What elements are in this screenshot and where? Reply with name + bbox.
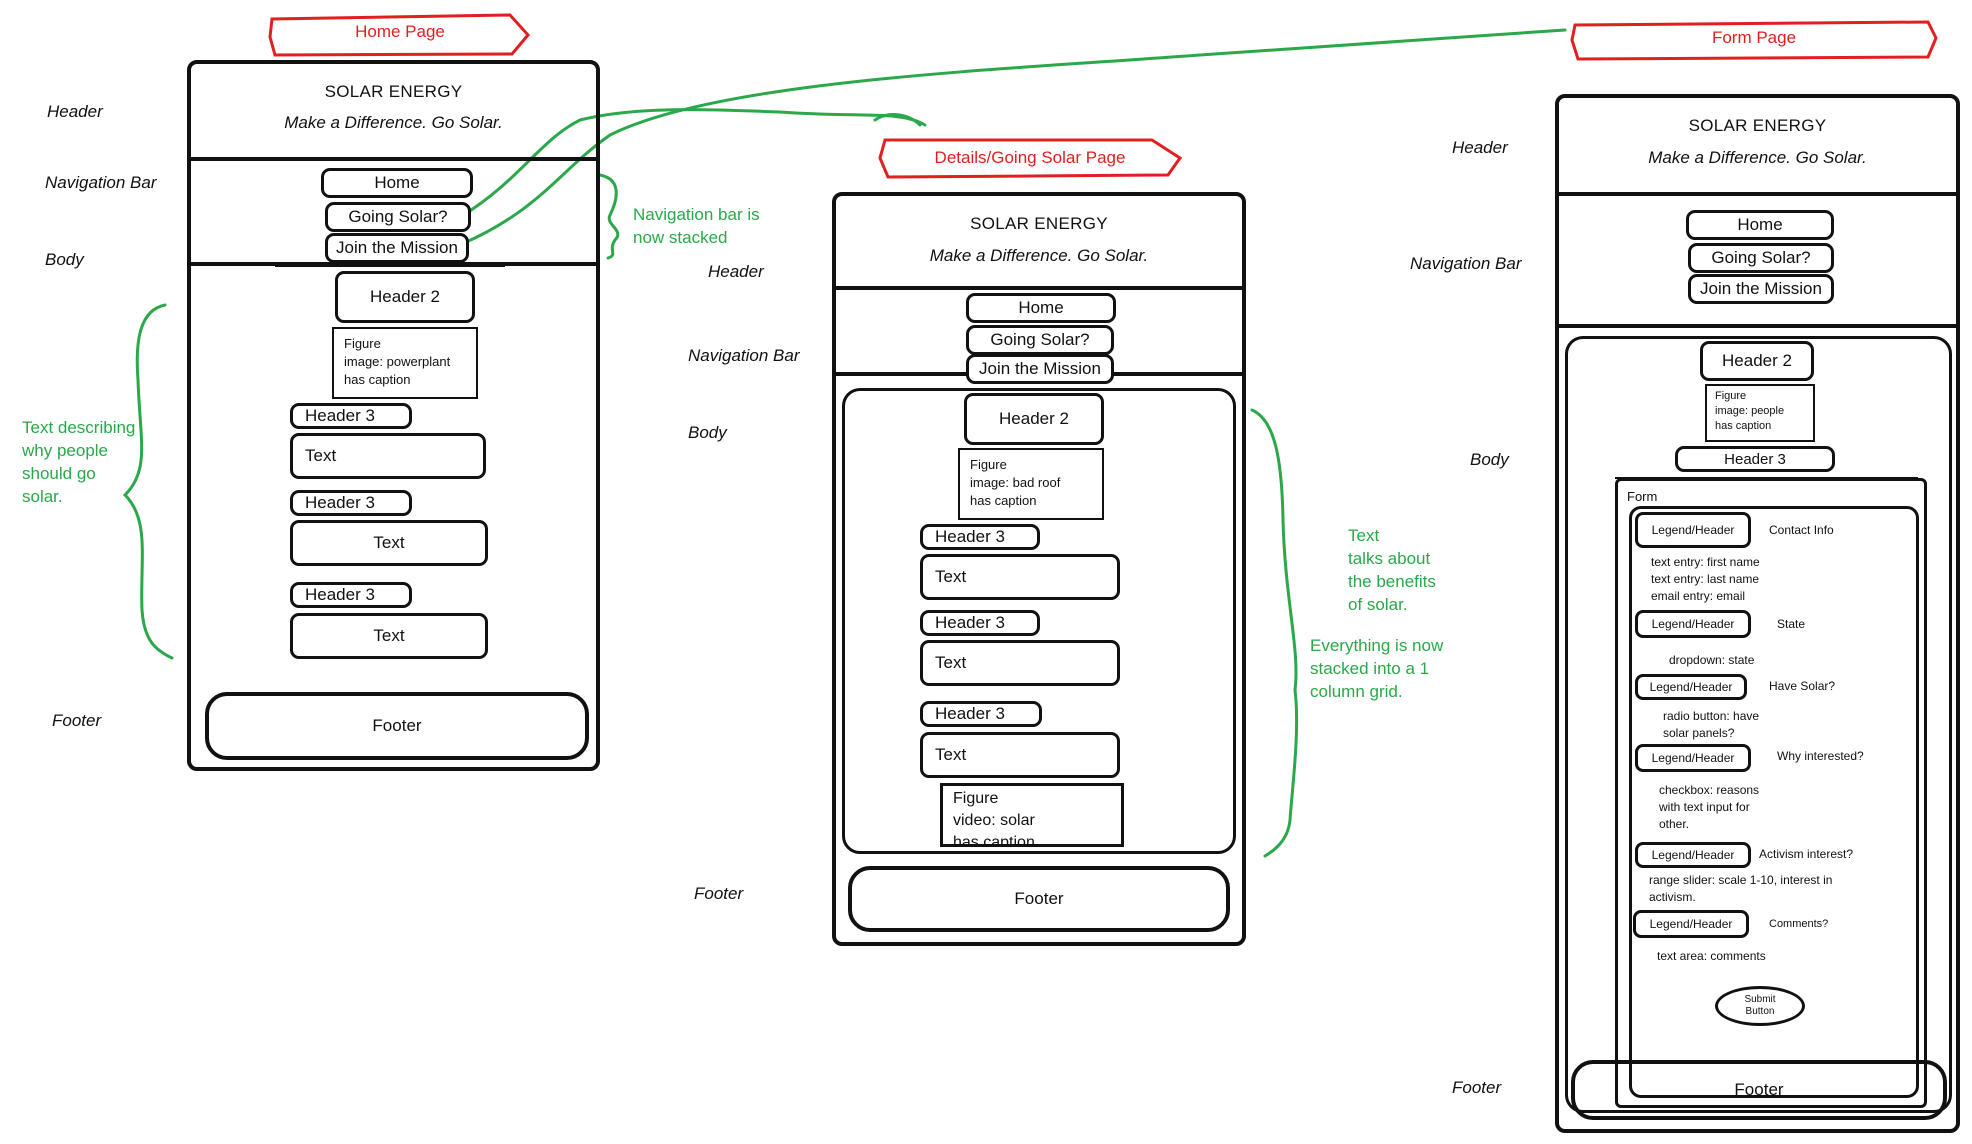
- label-nav-form: Navigation Bar: [1410, 254, 1522, 273]
- details-page-wireframe: SOLAR ENERGY Make a Difference. Go Solar…: [832, 192, 1246, 946]
- group-title-state: State: [1777, 617, 1806, 631]
- note-nav-stacked: Navigation bar is now stacked: [633, 205, 760, 247]
- form-nav-band: [1559, 196, 1956, 328]
- form-inner-box: [1629, 506, 1919, 1098]
- label-header-home: Header: [47, 102, 103, 121]
- legend-why-interested: Legend/Header: [1635, 744, 1751, 772]
- label-body-details: Body: [688, 423, 727, 442]
- nav-join-mission-button[interactable]: Join the Mission: [1688, 274, 1834, 304]
- nav-annotation-brace: [598, 173, 620, 260]
- home-figure: Figure image: powerplant has caption: [332, 327, 478, 399]
- group-desc-why-interested: checkbox: reasons with text input for ot…: [1659, 783, 1760, 831]
- legend-comments: Legend/Header: [1633, 910, 1749, 938]
- form-outer-box: [1615, 478, 1927, 1108]
- label-footer-details: Footer: [694, 884, 744, 903]
- legend-contact-info: Legend/Header: [1635, 512, 1751, 548]
- link-join-mission-connector: [460, 28, 1567, 246]
- stray-mark: [873, 113, 922, 127]
- nav-going-solar-button[interactable]: Going Solar?: [1688, 243, 1834, 273]
- form-title-hexagon: [1570, 20, 1938, 61]
- legend-activism-interest: Legend/Header: [1635, 842, 1751, 868]
- home-section2-text: Text: [290, 520, 488, 566]
- home-page-wireframe: SOLAR ENERGY Make a Difference. Go Solar…: [187, 60, 600, 771]
- details-section2-header3: Header 3: [920, 610, 1040, 636]
- details-section3-text: Text: [920, 732, 1120, 778]
- home-section1-text: Text: [290, 433, 486, 479]
- site-tagline: Make a Difference. Go Solar.: [284, 113, 503, 132]
- group-desc-have-solar: radio button: have solar panels?: [1663, 709, 1760, 740]
- label-footer-home: Footer: [52, 711, 102, 730]
- site-title: SOLAR ENERGY: [324, 82, 463, 101]
- details-video-figure: Figure video: solar has caption: [940, 783, 1124, 847]
- nav-join-mission-button[interactable]: Join the Mission: [966, 354, 1114, 384]
- label-header-form: Header: [1452, 138, 1508, 157]
- nav-join-mission-button[interactable]: Join the Mission: [325, 233, 469, 263]
- note-details-text: Text talks about the benefits of solar.: [1348, 526, 1436, 614]
- form-footer: Footer: [1571, 1060, 1947, 1120]
- label-body-home: Body: [45, 250, 84, 269]
- home-body-brace: [122, 303, 174, 660]
- details-section1-header3: Header 3: [920, 524, 1040, 550]
- home-title-hexagon: [268, 13, 530, 57]
- label-header-details: Header: [708, 262, 764, 281]
- site-tagline: Make a Difference. Go Solar.: [929, 246, 1149, 265]
- note-home-body: Text describing why people should go sol…: [22, 418, 136, 506]
- group-title-have-solar: Have Solar?: [1769, 679, 1836, 693]
- label-nav-home: Navigation Bar: [45, 173, 157, 192]
- home-nav-band: [191, 161, 596, 266]
- site-tagline: Make a Difference. Go Solar.: [1648, 148, 1867, 167]
- details-header-band: SOLAR ENERGY Make a Difference. Go Solar…: [836, 196, 1242, 290]
- group-desc-activism-interest: range slider: scale 1-10, interest in ac…: [1649, 873, 1833, 904]
- submit-button[interactable]: Submit Button: [1715, 986, 1805, 1026]
- home-section3-header3: Header 3: [290, 582, 412, 608]
- form-body-container: [1565, 336, 1952, 1113]
- group-desc-state: dropdown: state: [1669, 653, 1755, 667]
- group-title-contact-info: Contact Info: [1769, 523, 1834, 537]
- label-nav-details: Navigation Bar: [688, 346, 800, 365]
- home-footer: Footer: [205, 692, 589, 760]
- details-section2-text: Text: [920, 640, 1120, 686]
- label-body-form: Body: [1470, 450, 1509, 469]
- form-header2: Header 2: [1700, 341, 1814, 381]
- details-footer: Footer: [848, 866, 1230, 932]
- form-header-band: SOLAR ENERGY Make a Difference. Go Solar…: [1559, 98, 1956, 196]
- legend-state: Legend/Header: [1635, 610, 1751, 638]
- home-header-band: SOLAR ENERGY Make a Difference. Go Solar…: [191, 64, 596, 161]
- group-title-comments: Comments?: [1769, 918, 1829, 930]
- group-desc-contact-info: text entry: first name text entry: last …: [1651, 555, 1760, 603]
- form-header3: Header 3: [1675, 446, 1835, 472]
- group-title-activism-interest: Activism interest?: [1759, 847, 1854, 861]
- nav-going-solar-button[interactable]: Going Solar?: [966, 325, 1114, 355]
- form-page-title: Form Page: [1711, 28, 1797, 47]
- home-section2-header3: Header 3: [290, 490, 412, 516]
- legend-have-solar: Legend/Header: [1635, 674, 1747, 700]
- nav-home-button[interactable]: Home: [1686, 210, 1834, 240]
- home-header2: Header 2: [335, 271, 475, 323]
- nav-going-solar-button[interactable]: Going Solar?: [325, 202, 471, 232]
- details-title-hexagon: [878, 138, 1183, 179]
- group-desc-comments: text area: comments: [1657, 949, 1766, 963]
- site-title: SOLAR ENERGY: [970, 214, 1108, 233]
- details-section1-text: Text: [920, 554, 1120, 600]
- form-figure: Figure image: people has caption: [1705, 384, 1815, 442]
- nav-home-button[interactable]: Home: [966, 293, 1116, 323]
- home-page-title: Home Page: [355, 22, 445, 41]
- form-page-wireframe: SOLAR ENERGY Make a Difference. Go Solar…: [1555, 94, 1960, 1133]
- details-section3-header3: Header 3: [920, 701, 1042, 727]
- details-body-brace: [1250, 408, 1299, 858]
- details-body-container: [842, 388, 1236, 854]
- label-footer-form: Footer: [1452, 1078, 1502, 1097]
- nav-home-button[interactable]: Home: [321, 168, 473, 198]
- home-section1-header3: Header 3: [290, 403, 412, 429]
- home-section3-text: Text: [290, 613, 488, 659]
- form-label: Form: [1627, 489, 1658, 504]
- details-figure: Figure image: bad roof has caption: [958, 448, 1104, 520]
- details-header2: Header 2: [964, 393, 1104, 445]
- site-title: SOLAR ENERGY: [1688, 116, 1827, 135]
- group-title-why-interested: Why interested?: [1777, 749, 1864, 763]
- details-page-title: Details/Going Solar Page: [934, 148, 1126, 167]
- note-details-grid: Everything is now stacked into a 1 colum…: [1310, 636, 1444, 701]
